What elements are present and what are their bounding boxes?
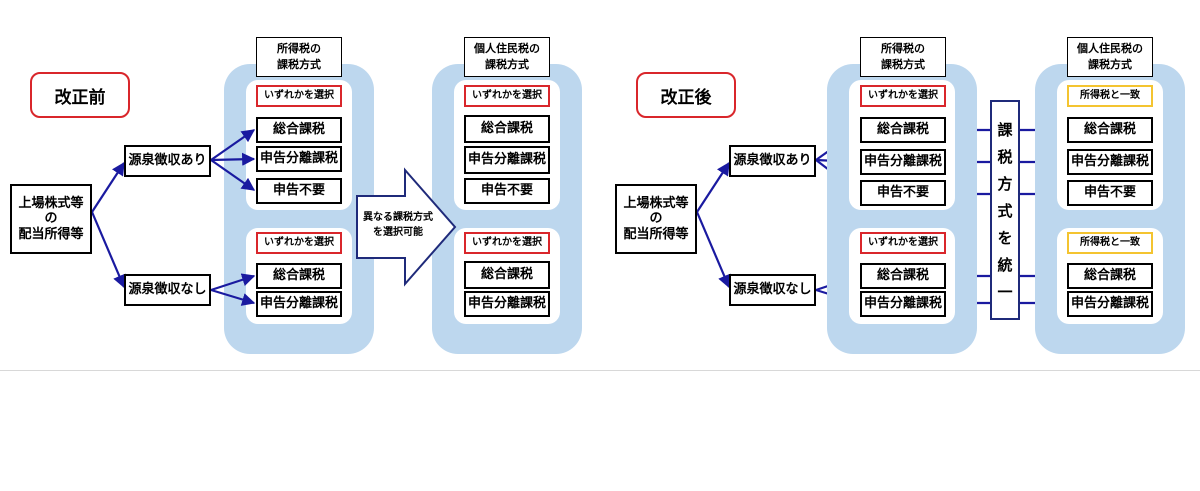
before-tag: 改正前: [30, 72, 130, 118]
after-income-option-sogo-2: 総合課税: [860, 263, 946, 289]
after-resident-match-note: 所得税と一致: [1067, 85, 1153, 107]
before-resident-option-sogo-2: 総合課税: [464, 261, 550, 289]
before-source-box: 上場株式等 の 配当所得等: [10, 184, 92, 254]
before-resident-select-note-2: いずれかを選択: [464, 232, 550, 254]
after-income-option-fuyo: 申告不要: [860, 180, 946, 206]
after-tag: 改正後: [636, 72, 736, 118]
big-arrow-label: 異なる課税方式 を選択可能: [363, 212, 433, 238]
after-resident-option-sogo-2: 総合課税: [1067, 263, 1153, 289]
tax-diagram: 改正前 上場株式等 の 配当所得等 源泉徴収あり 源泉徴収なし 所得税の 課税方…: [0, 37, 1200, 371]
before-resident-option-fuyo: 申告不要: [464, 178, 550, 204]
before-income-select-note: いずれかを選択: [256, 85, 342, 107]
before-resident-option-sogo: 総合課税: [464, 115, 550, 143]
after-resident-match-note-2: 所得税と一致: [1067, 232, 1153, 254]
unify-char: 税: [997, 147, 1013, 166]
before-income-option-sogo: 総合課税: [256, 117, 342, 143]
unify-char: 方: [997, 174, 1013, 193]
after-without-withholding: 源泉徴収なし: [729, 274, 816, 306]
after-resident-option-bunri-2: 申告分離課税: [1067, 291, 1153, 317]
unify-method-bar: 課 税 方 式 を 統 一: [990, 100, 1020, 320]
before-income-option-bunri: 申告分離課税: [256, 146, 342, 172]
unify-char: 統: [997, 255, 1013, 274]
after-with-withholding: 源泉徴収あり: [729, 145, 816, 177]
after-resident-option-bunri: 申告分離課税: [1067, 149, 1153, 175]
after-income-option-bunri: 申告分離課税: [860, 149, 946, 175]
before-income-option-sogo-2: 総合課税: [256, 263, 342, 289]
before-resident-select-note: いずれかを選択: [464, 85, 550, 107]
after-resident-option-sogo: 総合課税: [1067, 117, 1153, 143]
before-income-select-note-2: いずれかを選択: [256, 232, 342, 254]
after-resident-option-fuyo: 申告不要: [1067, 180, 1153, 206]
after-resident-tax-header: 個人住民税の 課税方式: [1067, 37, 1153, 77]
unify-char: 一: [997, 282, 1013, 301]
before-income-option-fuyo: 申告不要: [256, 178, 342, 204]
before-income-tax-header: 所得税の 課税方式: [256, 37, 342, 77]
before-income-option-bunri-2: 申告分離課税: [256, 291, 342, 317]
unify-char: を: [997, 228, 1013, 247]
before-resident-option-bunri: 申告分離課税: [464, 146, 550, 174]
before-resident-tax-header: 個人住民税の 課税方式: [464, 37, 550, 77]
after-source-box: 上場株式等 の 配当所得等: [615, 184, 697, 254]
after-income-select-note-2: いずれかを選択: [860, 232, 946, 254]
unify-char: 課: [997, 120, 1013, 139]
before-resident-option-bunri-2: 申告分離課税: [464, 291, 550, 317]
unify-char: 式: [997, 201, 1013, 220]
after-income-select-note: いずれかを選択: [860, 85, 946, 107]
connector-lines: [90, 123, 1066, 310]
before-without-withholding: 源泉徴収なし: [124, 274, 211, 306]
after-income-option-bunri-2: 申告分離課税: [860, 291, 946, 317]
after-income-tax-header: 所得税の 課税方式: [860, 37, 946, 77]
before-with-withholding: 源泉徴収あり: [124, 145, 211, 177]
after-income-option-sogo: 総合課税: [860, 117, 946, 143]
big-arrow-shape: [356, 167, 457, 287]
